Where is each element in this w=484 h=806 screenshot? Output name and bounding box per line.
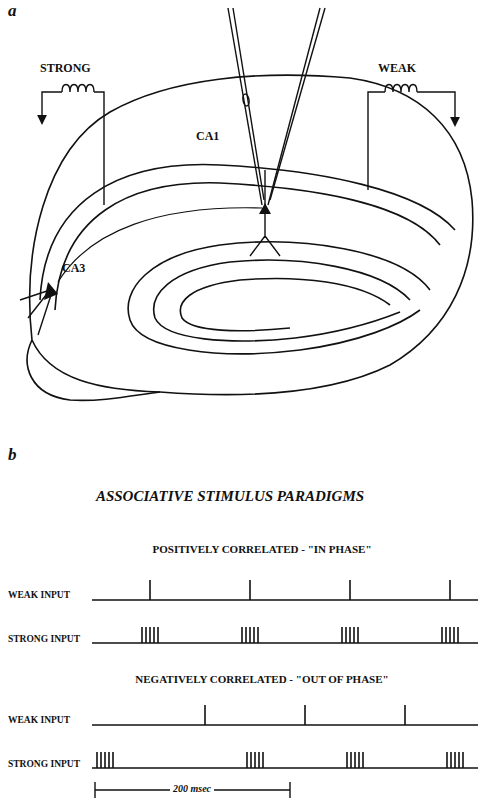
trace-baseline	[92, 767, 478, 769]
hippocampus-outline	[27, 75, 473, 400]
spike	[404, 705, 406, 725]
ca3-neuron	[20, 282, 58, 335]
spike	[104, 752, 106, 768]
spike	[346, 752, 348, 768]
spike	[250, 752, 252, 768]
spike	[458, 752, 460, 768]
spike	[112, 752, 114, 768]
scale-label: 200 msec	[170, 783, 214, 794]
trace-label: WEAK INPUT	[8, 590, 70, 600]
paradigm-heading: NEGATIVELY CORRELATED - "OUT OF PHASE"	[135, 673, 388, 685]
spike	[358, 752, 360, 768]
spike	[249, 580, 251, 600]
spike	[453, 627, 455, 643]
stimulus-label: WEAK	[378, 62, 416, 75]
spike	[353, 627, 355, 643]
spike	[345, 627, 347, 643]
spike	[241, 627, 243, 643]
panel-title: ASSOCIATIVE STIMULUS PARADIGMS	[96, 488, 364, 505]
recording-electrodes	[228, 8, 325, 205]
region-label: CA1	[196, 130, 219, 143]
paradigm-heading: POSITIVELY CORRELATED - "IN PHASE"	[152, 543, 371, 555]
spike	[457, 627, 459, 643]
spike	[462, 752, 464, 768]
spike	[257, 627, 259, 643]
spike	[357, 627, 359, 643]
spike	[96, 752, 98, 768]
spike	[149, 627, 151, 643]
trace-label: STRONG INPUT	[8, 634, 80, 644]
weak-stimulator	[368, 85, 455, 191]
spike	[445, 627, 447, 643]
spike	[304, 705, 306, 725]
spike	[249, 627, 251, 643]
strong-stimulator	[42, 85, 104, 206]
spike	[450, 752, 452, 768]
spike	[341, 627, 343, 643]
spike	[354, 752, 356, 768]
spike	[157, 627, 159, 643]
spike	[145, 627, 147, 643]
panel-letter: b	[8, 446, 17, 465]
spike	[441, 627, 443, 643]
spike	[108, 752, 110, 768]
trace-baseline	[92, 724, 478, 726]
spike	[262, 752, 264, 768]
stimulus-label: STRONG	[40, 62, 91, 75]
spike	[254, 752, 256, 768]
spike	[449, 580, 451, 600]
panel-letter: a	[8, 2, 17, 21]
spike	[350, 752, 352, 768]
spike	[446, 752, 448, 768]
spike	[245, 627, 247, 643]
spike	[253, 627, 255, 643]
spike	[153, 627, 155, 643]
spike	[204, 705, 206, 725]
spike	[349, 627, 351, 643]
spike	[246, 752, 248, 768]
spike	[100, 752, 102, 768]
spike-trains	[92, 580, 478, 768]
region-label: CA3	[62, 262, 85, 275]
scale-bar	[95, 782, 290, 798]
spike	[141, 627, 143, 643]
trace-label: STRONG INPUT	[8, 759, 80, 769]
spike	[349, 580, 351, 600]
spike	[449, 627, 451, 643]
spike	[149, 580, 151, 600]
trace-label: WEAK INPUT	[8, 715, 70, 725]
spike	[362, 752, 364, 768]
spike	[454, 752, 456, 768]
spike	[258, 752, 260, 768]
